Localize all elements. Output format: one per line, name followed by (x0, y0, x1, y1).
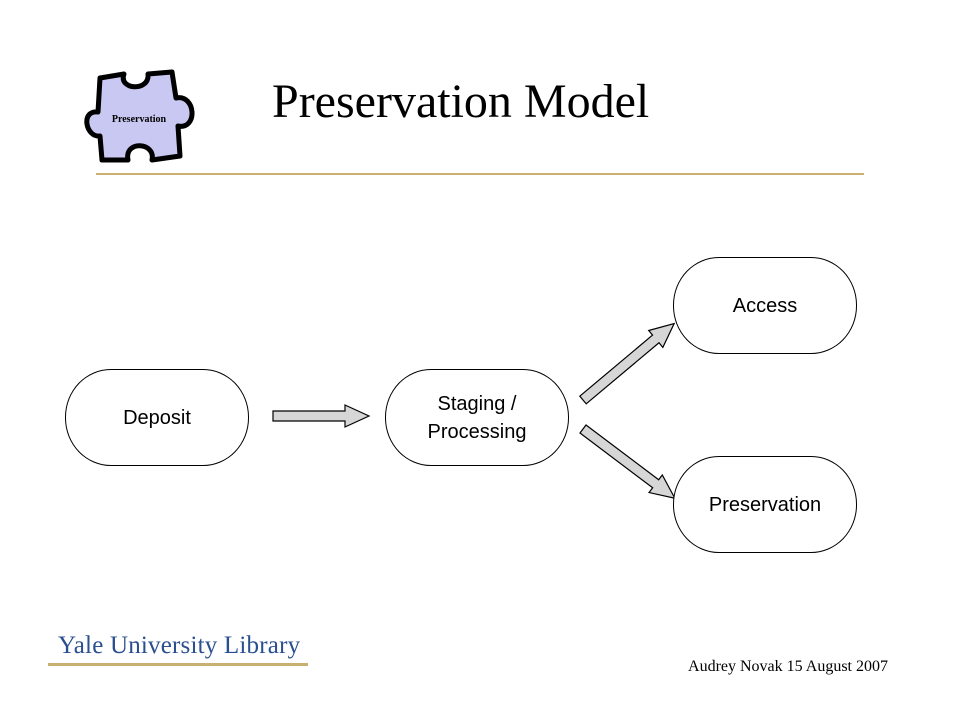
slide-title: Preservation Model (272, 75, 650, 128)
node-deposit-label: Deposit (123, 406, 191, 429)
arrow-staging-to-preservation (579, 424, 676, 500)
node-preservation: Preservation (673, 456, 857, 553)
title-divider (96, 173, 864, 175)
node-preservation-label: Preservation (708, 493, 822, 516)
arrow-staging-to-access (578, 322, 676, 405)
node-staging-label: Staging / Processing (427, 392, 527, 443)
node-access-label: Access (732, 294, 798, 317)
puzzle-label: Preservation (112, 114, 167, 125)
node-access: Access (673, 257, 857, 354)
logo-underline (48, 663, 308, 666)
arrow-deposit-to-staging (272, 404, 371, 428)
node-staging-processing: Staging / Processing (385, 369, 569, 466)
footer-author-date: Audrey Novak 15 August 2007 (688, 658, 888, 675)
yale-library-logo: Yale University Library (58, 632, 301, 659)
node-deposit: Deposit (65, 369, 249, 466)
